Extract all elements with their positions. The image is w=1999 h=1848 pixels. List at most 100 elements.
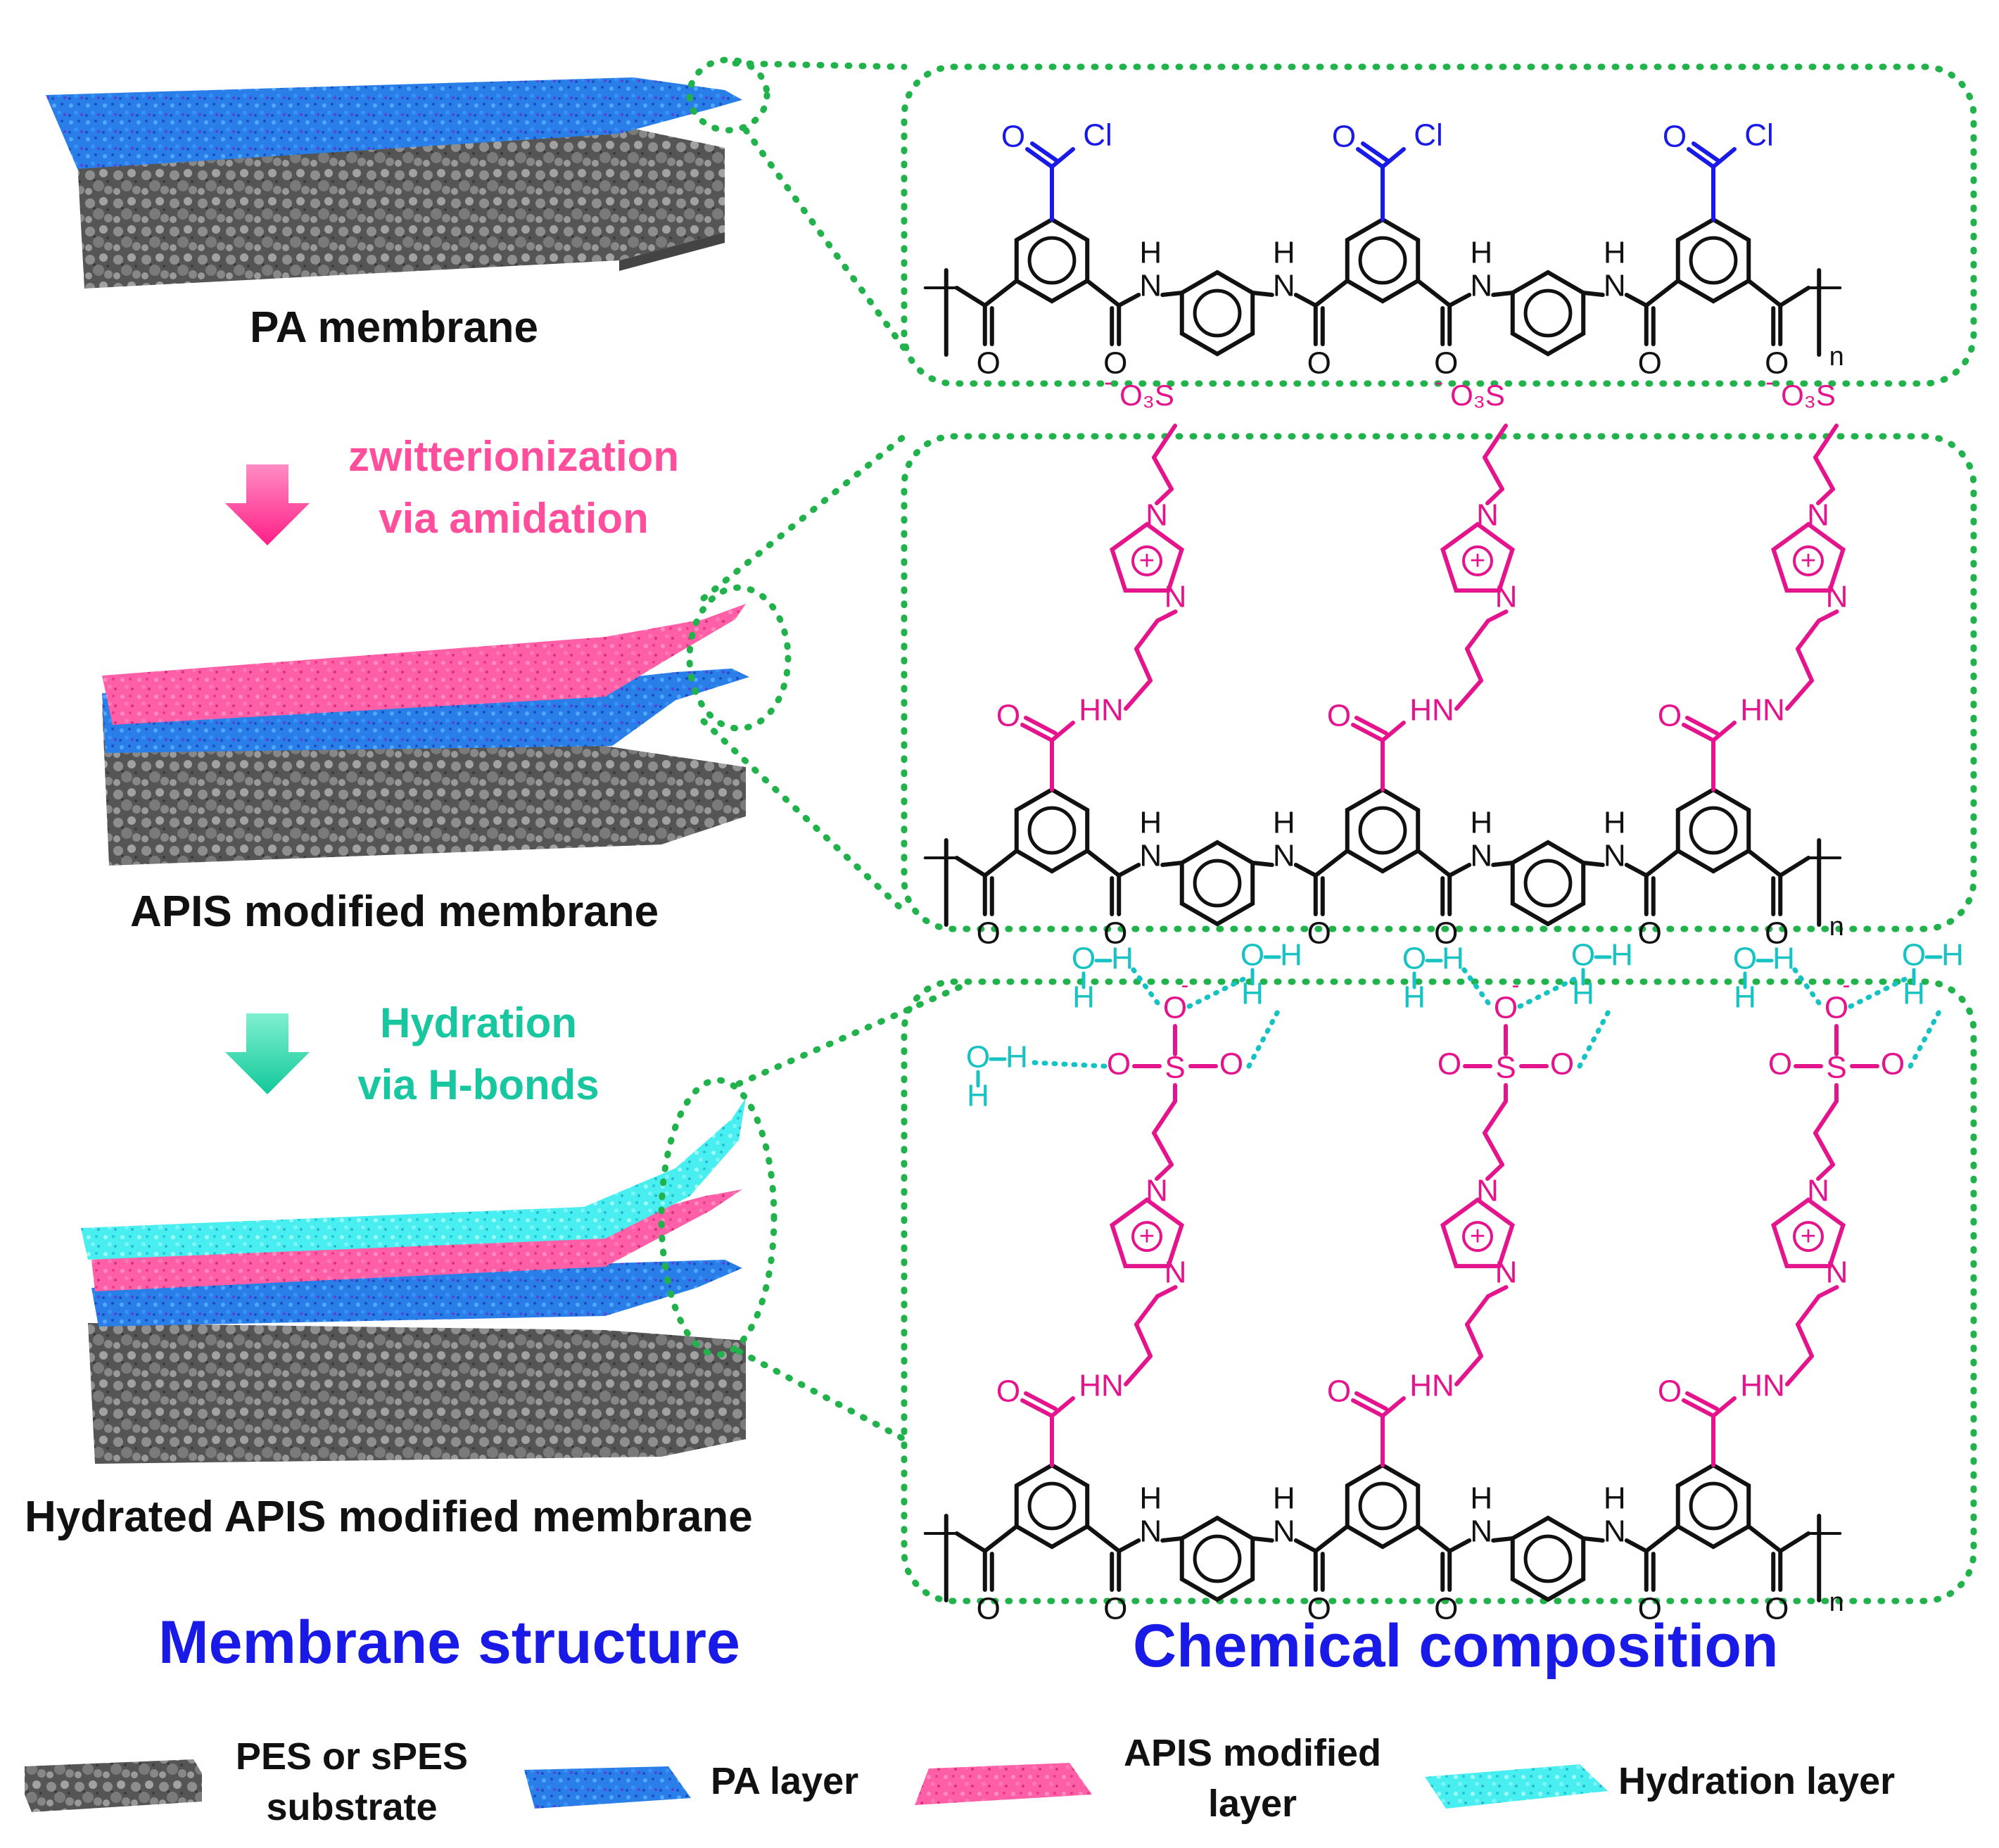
bond xyxy=(954,286,987,308)
carbonyl-oxygen: O xyxy=(1765,1592,1789,1626)
bond xyxy=(1313,279,1350,308)
phenylene-ring xyxy=(1179,270,1255,357)
linker-amine: HN xyxy=(1079,1369,1124,1403)
pa-layer-sheet xyxy=(46,77,742,169)
sulfonate-oxygen: O xyxy=(1107,1047,1131,1082)
repeat-index: n xyxy=(1829,342,1844,372)
positive-charge: + xyxy=(1470,546,1485,576)
aromatic-circle xyxy=(1027,236,1077,285)
bond xyxy=(1447,1538,1472,1553)
aromatic-circle xyxy=(1027,806,1077,855)
step-hydration: Hydration via H-bonds xyxy=(324,992,633,1116)
trimesoyl-ring xyxy=(1014,1462,1090,1550)
amide-hydrogen: H xyxy=(1470,236,1492,270)
alkyl-linker xyxy=(1134,647,1153,683)
carbonyl-oxygen: O xyxy=(1103,916,1127,951)
aromatic-circle xyxy=(1523,289,1573,338)
h-bond xyxy=(1246,1004,1283,1069)
bond xyxy=(982,849,1019,878)
alkyl-linker xyxy=(1465,1294,1490,1327)
water-hydrogen: H xyxy=(1442,942,1464,976)
bond xyxy=(1491,291,1515,297)
repeat-index: n xyxy=(1829,912,1844,942)
h-bond xyxy=(1908,1004,1945,1069)
propyl-linker xyxy=(1813,424,1839,460)
arrow-down-icon xyxy=(225,1013,310,1094)
carbonyl-bond xyxy=(1354,716,1388,735)
carbonyl-oxygen: O xyxy=(1638,1592,1662,1626)
carbonyl-oxygen: O xyxy=(977,1592,1001,1626)
water-hydrogen: H xyxy=(1611,938,1633,973)
bond xyxy=(1624,863,1649,878)
water-hydrogen: H xyxy=(1005,1040,1028,1075)
propyl-linker xyxy=(1152,1131,1174,1167)
h-bond xyxy=(1032,1060,1108,1069)
alkyl-linker xyxy=(1796,1294,1821,1327)
aromatic-circle xyxy=(1358,806,1407,855)
linker-amine: HN xyxy=(1079,693,1124,728)
carbonyl-oxygen: O xyxy=(1307,1592,1331,1626)
water-oxygen: O xyxy=(966,1040,990,1075)
imidazolium-nitrogen: N xyxy=(1165,1255,1187,1290)
aromatic-circle xyxy=(1689,236,1738,285)
alkyl-linker xyxy=(1155,609,1178,623)
alkyl-linker xyxy=(1134,1322,1153,1358)
step-line: via amidation xyxy=(379,495,649,542)
amide-hydrogen: H xyxy=(1273,806,1295,840)
porous-substrate-block xyxy=(77,120,725,289)
amide-nitrogen: N xyxy=(1470,1514,1492,1549)
legend-line: PES or sPES xyxy=(235,1735,469,1778)
amide-nitrogen: N xyxy=(1273,1514,1295,1549)
positive-charge: + xyxy=(1801,1222,1816,1251)
propyl-linker xyxy=(1485,1163,1504,1181)
carbonyl-oxygen: O xyxy=(1434,916,1458,951)
alkyl-linker xyxy=(1155,1285,1178,1298)
bond xyxy=(1491,1536,1515,1543)
sulfonate-group: O₃S xyxy=(1119,379,1174,412)
amide-hydrogen: H xyxy=(1273,1481,1295,1516)
bond xyxy=(1746,849,1783,878)
step-line: zwitterionization xyxy=(348,433,679,480)
amide-nitrogen: N xyxy=(1604,269,1626,303)
bond xyxy=(1447,293,1472,308)
apis-membrane-illustration xyxy=(102,604,749,866)
bond xyxy=(1085,279,1122,308)
amide-hydrogen: H xyxy=(1139,806,1162,840)
amide-bond xyxy=(1381,721,1406,742)
charge-circle xyxy=(1793,545,1824,576)
carbonyl-oxygen: O xyxy=(1307,916,1331,951)
imidazolium-ring xyxy=(1771,1197,1846,1269)
imidazolium-nitrogen: N xyxy=(1165,580,1187,614)
propyl-linker xyxy=(1483,1131,1504,1167)
aromatic-circle xyxy=(1523,859,1573,908)
carbonyl-oxygen: O xyxy=(996,699,1020,733)
legend-swatch-pa xyxy=(524,1766,691,1809)
membrane-label-apis: APIS modified membrane xyxy=(130,887,659,936)
acyl-oxygen: O xyxy=(1663,120,1687,154)
acyl-chlorine: Cl xyxy=(1083,118,1112,153)
bond xyxy=(1624,1538,1649,1553)
water-oxygen: O xyxy=(1571,938,1595,973)
propyl-linker xyxy=(1816,1163,1835,1181)
amide-hydrogen: H xyxy=(1604,806,1626,840)
amide-hydrogen: H xyxy=(1139,1481,1162,1516)
amide-bond xyxy=(1381,1396,1406,1418)
acyl-bond xyxy=(1025,147,1054,169)
aromatic-circle xyxy=(1193,289,1242,338)
imidazolium-ring xyxy=(1110,521,1184,593)
carbonyl-oxygen: O xyxy=(1434,1592,1458,1626)
aromatic-circle xyxy=(1193,1534,1242,1583)
aromatic-circle xyxy=(1358,236,1407,285)
legend-swatch-apis xyxy=(915,1763,1092,1805)
carbonyl-oxygen: O xyxy=(1765,916,1789,951)
bond xyxy=(1416,849,1452,878)
propyl-linker xyxy=(1813,455,1835,491)
alkyl-linker xyxy=(1796,1322,1814,1358)
amide-hydrogen: H xyxy=(1470,1481,1492,1516)
positive-charge: + xyxy=(1801,546,1816,576)
charge-circle xyxy=(1131,1221,1162,1252)
sulfonate-oxygen: O xyxy=(1163,991,1187,1025)
propyl-linker xyxy=(1152,1099,1177,1135)
carbonyl-oxygen: O xyxy=(1765,346,1789,381)
legend-line: substrate xyxy=(266,1786,438,1828)
